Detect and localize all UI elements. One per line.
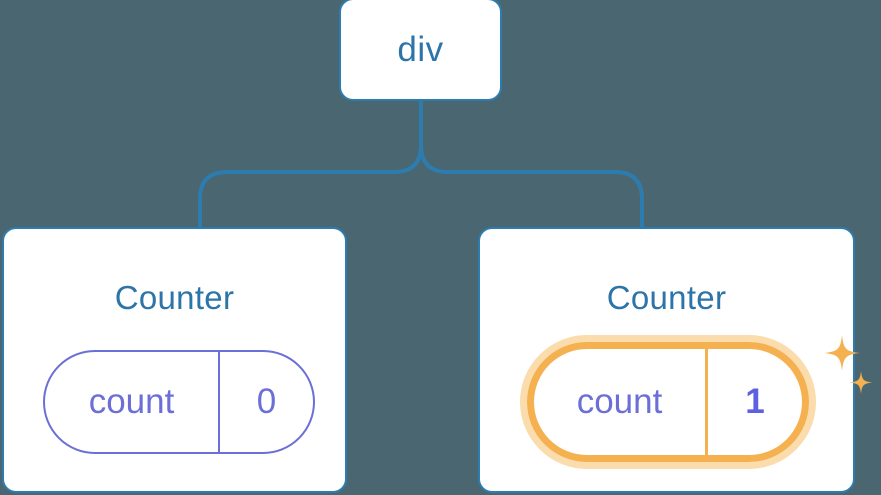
state-pill-value-cell: 1 [708,349,802,455]
node-counter-right-title: Counter [606,279,727,316]
sparkle-group [824,335,873,394]
state-pill-value-cell: 0 [220,352,313,452]
state-pill-count-left[interactable]: count 0 [43,350,315,454]
state-pill-count-right[interactable]: count 1 [520,335,873,469]
node-counter-left[interactable]: Counter count 0 [2,227,347,493]
state-key-label: count [576,382,663,421]
state-key-label: count [88,382,175,421]
sparkle-small-icon [849,371,873,394]
state-value-label: 1 [745,382,765,421]
node-root-div[interactable]: div [339,0,502,101]
node-root-label: div [397,29,444,69]
node-counter-right[interactable]: Counter count 1 [478,227,873,493]
state-value-label: 0 [256,382,277,421]
connector-to-right-child [419,99,644,229]
highlight-ring: count 1 [527,342,809,462]
state-pill-key-cell: count [45,352,220,452]
node-counter-left-title: Counter [114,279,235,316]
connector-to-left-child [198,99,423,229]
state-pill-key-cell: count [534,349,708,455]
sparkle-large-icon [824,335,860,371]
highlight-glow [520,335,816,469]
